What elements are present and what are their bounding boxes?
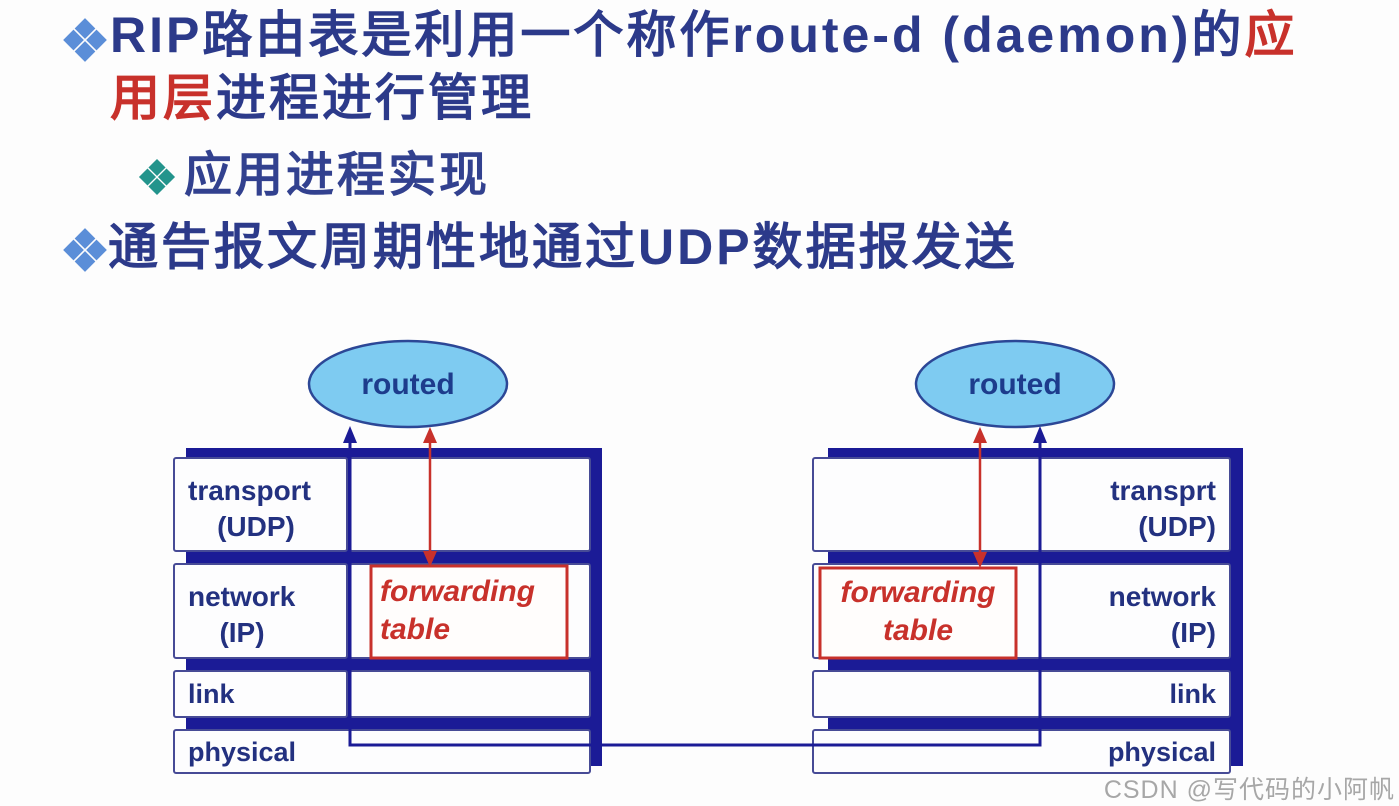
- right-transport-label: transprt: [1110, 475, 1216, 506]
- left-forwarding-table-line2: table: [380, 613, 450, 646]
- left-forwarding-table-line1: forwarding: [380, 575, 535, 608]
- routed-connection-line: [343, 426, 1047, 747]
- left-physical-box: [173, 729, 591, 774]
- left-forwarding-table-box: [369, 564, 569, 660]
- left-network-ip-label: (IP): [219, 617, 264, 648]
- right-routed-daemon: routed: [914, 339, 1116, 429]
- bullet1-text: RIP路由表是利用一个称作route-d (daemon)的应 用层进程进行管理: [110, 4, 1297, 130]
- left-routed-ellipse: [307, 339, 509, 429]
- bullet2-text: 通告报文周期性地通过UDP数据报发送: [108, 219, 1018, 275]
- left-link-label-box: [173, 670, 348, 718]
- bullet1-line1-red: 应: [1244, 7, 1298, 63]
- right-forwarding-table-line2: table: [883, 614, 953, 647]
- left-routed-label: routed: [361, 368, 454, 401]
- sub-bullet-text: 应用进程实现: [184, 149, 491, 202]
- routed-connection-path: [348, 438, 1042, 747]
- left-routed-daemon: routed: [307, 339, 509, 429]
- arrowhead-up-left-icon: [343, 426, 357, 443]
- right-routed-ellipse: [914, 339, 1116, 429]
- left-link-content-box: [349, 670, 591, 718]
- four-diamond-bullet-icon: [62, 17, 108, 63]
- right-forwarding-table-box: [818, 566, 1018, 660]
- right-transport-content-box: [812, 457, 1041, 552]
- right-network-label: network: [1109, 581, 1217, 612]
- four-diamond-bullet-icon: [138, 158, 176, 196]
- right-network-ip-label: (IP): [1171, 617, 1216, 648]
- arrowhead-up-icon: [423, 427, 437, 443]
- arrowhead-up-right-icon: [1033, 426, 1047, 443]
- left-network-label: network: [188, 581, 296, 612]
- left-link-label: link: [188, 679, 235, 709]
- bullet1-line2-red: 用层: [110, 70, 216, 126]
- left-network-label-box: [173, 563, 348, 659]
- right-physical-box: [812, 729, 1231, 774]
- right-link-content-box: [812, 670, 1041, 718]
- left-protocol-stack: transport (UDP) network (IP) link physic…: [173, 448, 602, 774]
- left-transport-content-box: [349, 457, 591, 552]
- arrowhead-up-icon: [973, 427, 987, 443]
- arrowhead-down-icon: [423, 551, 437, 567]
- four-diamond-bullet-icon: [62, 227, 108, 273]
- left-physical-label: physical: [188, 737, 296, 767]
- right-link-label: link: [1169, 679, 1216, 709]
- left-transport-label-box: [173, 457, 348, 552]
- bullet1-line2-blue: 进程进行管理: [216, 70, 534, 126]
- left-transport-label: transport: [188, 475, 311, 506]
- right-forwarding-table-line1: forwarding: [841, 576, 996, 609]
- right-forwarding-arrow: [973, 427, 987, 568]
- left-transport-udp-label: (UDP): [217, 511, 295, 542]
- bullet1-line1-blue: RIP路由表是利用一个称作route-d (daemon)的: [110, 7, 1245, 63]
- arrowhead-down-icon: [973, 552, 987, 568]
- right-routed-label: routed: [968, 368, 1061, 401]
- right-physical-label: physical: [1108, 737, 1216, 767]
- right-transport-udp-label: (UDP): [1138, 511, 1216, 542]
- right-protocol-stack: transprt (UDP) network (IP) link physica…: [812, 448, 1243, 774]
- left-forwarding-arrow: [423, 427, 437, 567]
- csdn-watermark: CSDN @写代码的小阿帆: [1103, 776, 1395, 804]
